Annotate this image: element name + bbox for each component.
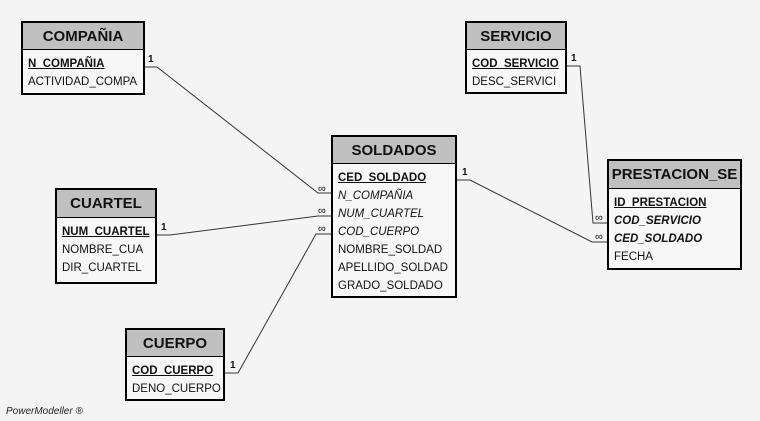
attribute: DENO_CUERPO [132, 383, 221, 395]
card-many-soldados-compania: ∞ [318, 183, 326, 195]
entity-compania[interactable]: COMPAÑIA N_COMPAÑIA ACTIVIDAD_COMPA [21, 21, 145, 95]
link-cuerpo-soldados [224, 233, 331, 374]
entity-title: SERVICIO [467, 23, 565, 50]
card-one-compania: 1 [148, 54, 154, 65]
card-one-cuartel: 1 [161, 222, 167, 233]
attribute: FECHA [614, 251, 653, 263]
attribute-pk-fk: COD_SERVICIO [614, 215, 701, 227]
entity-soldados[interactable]: SOLDADOS CED_SOLDADO N_COMPAÑIA NUM_CUAR… [331, 135, 457, 298]
attribute-fk: NUM_CUARTEL [338, 208, 425, 220]
link-compania-soldados [144, 66, 331, 194]
attribute-fk: N_COMPAÑIA [338, 190, 414, 202]
entity-title: COMPAÑIA [23, 23, 143, 50]
entity-title: SOLDADOS [333, 137, 455, 164]
attribute-pk-fk: CED_SOLDADO [614, 233, 703, 245]
attribute-pk: COD_CUERPO [132, 365, 214, 377]
card-many-soldados-cuartel: ∞ [318, 205, 326, 217]
attribute: DESC_SERVICI [472, 76, 557, 88]
attribute-pk: COD_SERVICIO [472, 58, 559, 70]
entity-prestacion-se[interactable]: PRESTACION_SE ID_PRESTACION COD_SERVICIO… [607, 159, 742, 270]
entity-title: CUERPO [127, 330, 223, 357]
card-one-cuerpo: 1 [230, 360, 236, 371]
card-many-prestacion-soldados: ∞ [595, 231, 603, 243]
entity-title: CUARTEL [57, 190, 155, 218]
link-servicio-prestacion [566, 65, 607, 224]
card-many-prestacion-servicio: ∞ [595, 212, 603, 224]
entity-cuartel[interactable]: CUARTEL NUM_CUARTEL NOMBRE_CUA DIR_CUART… [55, 188, 157, 284]
card-one-soldados: 1 [462, 167, 468, 178]
attribute-pk: N_COMPAÑIA [28, 58, 105, 70]
link-cuartel-soldados [156, 215, 331, 236]
attribute-pk: CED_SOLDADO [338, 172, 427, 184]
attribute-fk: COD_CUERPO [338, 226, 420, 238]
attribute: NOMBRE_CUA [62, 244, 144, 256]
attribute: ACTIVIDAD_COMPA [28, 76, 138, 88]
entity-title: PRESTACION_SE [609, 161, 740, 189]
attribute-pk: NUM_CUARTEL [62, 226, 150, 238]
entity-cuerpo[interactable]: CUERPO COD_CUERPO DENO_CUERPO [125, 328, 225, 401]
attribute: DIR_CUARTEL [62, 262, 142, 274]
link-soldados-prestacion [456, 179, 607, 243]
powermodeller-watermark: PowerModeller ® [6, 406, 83, 417]
attribute: NOMBRE_SOLDAD [338, 244, 443, 256]
attribute: APELLIDO_SOLDAD [338, 262, 448, 274]
card-many-soldados-cuerpo: ∞ [318, 223, 326, 235]
card-one-servicio: 1 [571, 53, 577, 64]
attribute: GRADO_SOLDADO [338, 280, 443, 292]
entity-servicio[interactable]: SERVICIO COD_SERVICIO DESC_SERVICI [465, 21, 567, 94]
attribute-pk: ID_PRESTACION [614, 197, 707, 209]
